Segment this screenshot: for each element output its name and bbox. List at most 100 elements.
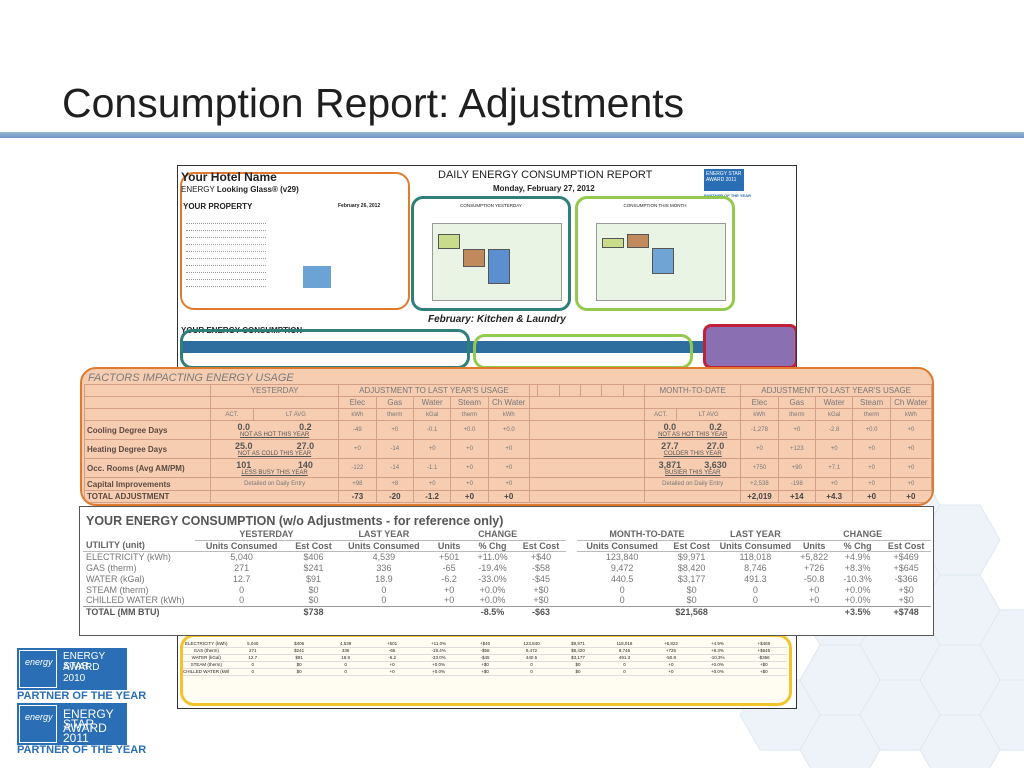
gap-cell xyxy=(566,562,578,573)
energy-star-logo-2011: energy ENERGY STAR AWARD 2011 xyxy=(17,703,127,745)
chart-title: CONSUMPTION YESTERDAY xyxy=(460,203,522,208)
cons-mtd-change-header: CHANGE xyxy=(794,529,931,541)
total-mtd-change-pct: +3.5% xyxy=(834,605,882,617)
yesterday-adjustment: -14 xyxy=(375,458,414,478)
chart-plot-area xyxy=(432,223,562,301)
total-change-cost: -$63 xyxy=(516,605,566,617)
cyber-logo xyxy=(303,266,331,288)
consumption-value: +$0 xyxy=(533,584,549,595)
total-adjustment-label: TOTAL ADJUSTMENT xyxy=(83,490,212,503)
mtd-adjustment: +0 xyxy=(889,420,932,440)
summary-cell: +0.0% xyxy=(432,662,446,667)
consumption-value: +0 xyxy=(809,595,820,606)
units-header: Units xyxy=(429,540,469,552)
consumption-value: 8,746 xyxy=(744,562,767,573)
consumption-value: -50.8 xyxy=(803,573,825,584)
mtd-adjustment: +0 xyxy=(814,477,854,491)
summary-cell: GAS (therm) xyxy=(193,648,219,653)
consumption-value: +0.0% xyxy=(479,584,506,595)
consumption-value: +501 xyxy=(439,551,460,562)
factors-yesterday-header: YESTERDAY xyxy=(210,384,340,397)
empty-cell xyxy=(528,439,646,459)
consumption-value: +$0 xyxy=(898,584,914,595)
summary-cell: +501 xyxy=(387,641,398,646)
utility-label: ELECTRICITY (kWh) xyxy=(86,551,171,562)
summary-cell: +0.0% xyxy=(710,669,724,674)
mtd-adjustment: +0 xyxy=(852,439,891,459)
mtd-adjustment: +0 xyxy=(740,439,779,459)
budget-highlight xyxy=(703,324,796,369)
consumption-value: 118,018 xyxy=(739,551,772,562)
yesterday-adjustment: +0 xyxy=(487,439,530,459)
mtd-chg-est-cost-header: Est Cost xyxy=(881,540,931,552)
slide-title: Consumption Report: Adjustments xyxy=(62,80,685,126)
summary-cell: $9,971 xyxy=(571,641,585,646)
consumption-value: -33.0% xyxy=(478,573,507,584)
total-mtd-adjustment: +14 xyxy=(777,490,816,503)
total-adjustment-row: TOTAL ADJUSTMENT-73-20-1.2+0+0+2,019+14+… xyxy=(83,490,932,503)
yesterday-adjustment: +0 xyxy=(450,477,489,491)
yesterday-adjustment: -1.1 xyxy=(412,458,452,478)
summary-cell: 0 xyxy=(623,662,626,667)
summary-cell: 4,539 xyxy=(340,641,352,646)
mtd-utility-col-header: Ch Water xyxy=(889,396,932,409)
mtd-utility-col-header: Water xyxy=(814,396,854,409)
summary-cell: $3,177 xyxy=(571,655,585,660)
gap-cell xyxy=(566,573,578,584)
yesterday-adjustment: +8 xyxy=(375,477,414,491)
consumption-value: -$58 xyxy=(531,562,550,573)
summary-cell: $0 xyxy=(296,669,302,674)
logo-line-2: AWARD 2011 xyxy=(63,721,107,745)
mtd-actual: 27.7 xyxy=(661,441,679,451)
consumption-value: 0 xyxy=(752,595,758,606)
yesterday-note: LESS BUSY THIS YEAR xyxy=(241,470,308,476)
mtd-adjustment: +0 xyxy=(852,458,891,478)
yesterday-adjustment: +0 xyxy=(412,439,452,459)
consumption-value: 12.7 xyxy=(232,573,251,584)
bar-gas xyxy=(463,249,485,267)
yesterday-actual: 0.0 xyxy=(237,422,251,432)
cons-change-header: CHANGE xyxy=(429,529,566,541)
hotel-name: Your Hotel Name xyxy=(181,170,277,184)
report-date: Monday, February 27, 2012 xyxy=(493,184,595,193)
empty-cell xyxy=(83,408,212,421)
empty-cell xyxy=(210,490,340,503)
mtd-adjustment: +90 xyxy=(777,458,816,478)
factor-label: Occ. Rooms (Avg AM/PM) xyxy=(83,458,212,478)
consumption-value: -10.3% xyxy=(843,573,872,584)
cons-mtd-lastyear-header: LAST YEAR xyxy=(716,529,795,541)
summary-cell: $406 xyxy=(294,641,305,646)
summary-cell: $0 xyxy=(296,662,302,667)
consumption-value: -6.2 xyxy=(441,573,457,584)
consumption-value: -$366 xyxy=(894,573,918,584)
factors-panel: FACTORS IMPACTING ENERGY USAGE YESTERDAY… xyxy=(80,367,934,506)
yesterday-adjustment: -14 xyxy=(375,439,414,459)
consumption-value: +$645 xyxy=(893,562,919,573)
consumption-value: -19.4% xyxy=(478,562,507,573)
utility-col-header: Water xyxy=(412,396,452,409)
utility-col-header: Steam xyxy=(450,396,489,409)
mtd-note: BUSIER THIS YEAR xyxy=(664,470,721,476)
summary-cell: +11.0% xyxy=(431,641,447,646)
mtd-utility-col-header: Gas xyxy=(777,396,816,409)
summary-cell: 12.7 xyxy=(248,655,258,660)
consumption-value: 123,840 xyxy=(605,551,639,562)
total-yesterday-adjustment: -1.2 xyxy=(412,490,452,503)
yesterday-adjustment: +0 xyxy=(450,458,489,478)
mtd-adjustment: -2.8 xyxy=(814,420,854,440)
mtd-act-header: ACT. xyxy=(644,408,678,421)
cons-lastyear-header: LAST YEAR xyxy=(338,529,430,541)
summary-cell: 0 xyxy=(344,662,347,667)
factors-title: FACTORS IMPACTING ENERGY USAGE xyxy=(88,372,294,384)
consumption-value: +726 xyxy=(804,562,825,573)
yesterday-adjustment: -0.1 xyxy=(412,420,452,440)
factors-mtd-header: MONTH-TO-DATE xyxy=(644,384,742,397)
